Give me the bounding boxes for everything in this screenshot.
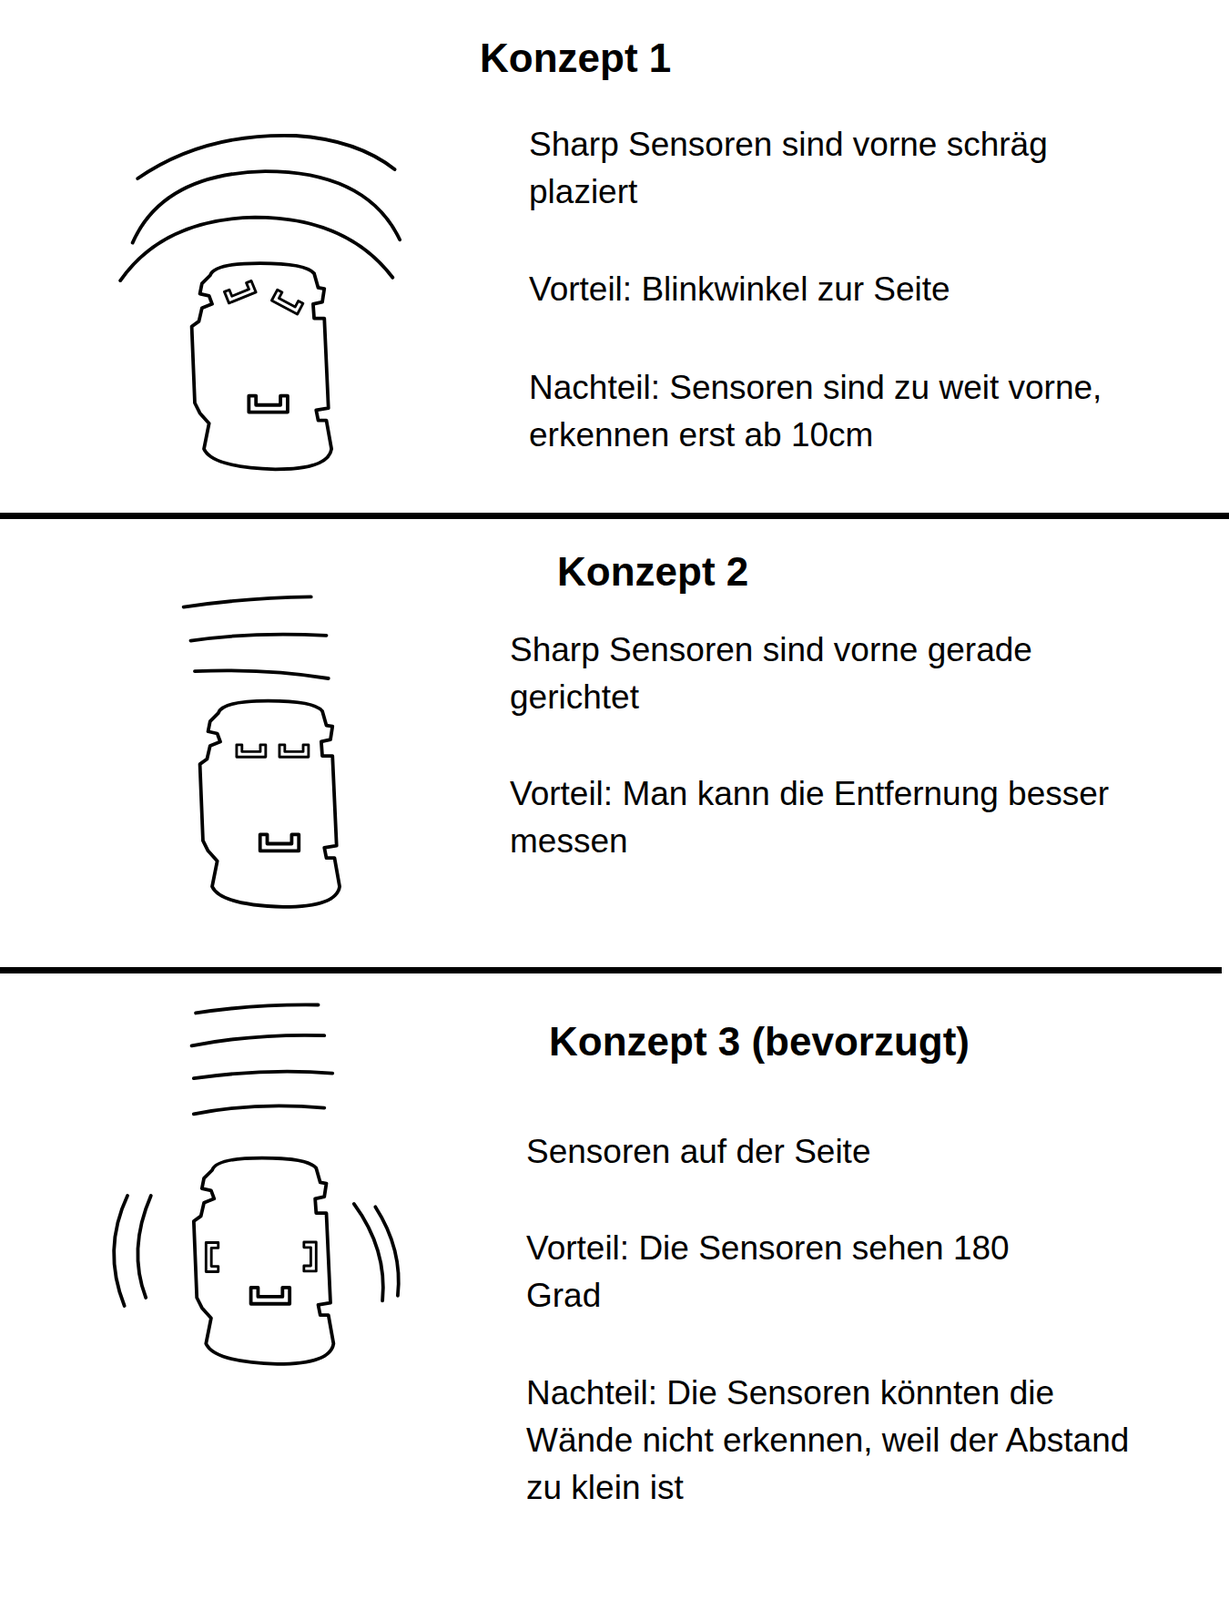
- robot-body: [192, 263, 332, 469]
- side-sensor: [205, 1242, 218, 1272]
- sensor-wave: [113, 1195, 128, 1306]
- sensor: [251, 1287, 291, 1304]
- concept-heading: Konzept 2: [557, 548, 749, 596]
- description-text: Sensoren auf der Seite: [526, 1127, 1128, 1176]
- sensor-wave: [137, 1195, 151, 1298]
- sensor-wave: [193, 1071, 333, 1078]
- sensor: [260, 833, 300, 851]
- concept-heading: Konzept 1: [479, 34, 671, 82]
- sensor-wave: [183, 596, 312, 607]
- description-text: Vorteil: Man kann die Entfernung besser …: [509, 770, 1189, 865]
- sensor-wave: [137, 135, 395, 179]
- sensor-wave: [190, 634, 326, 641]
- sensor-wave: [375, 1206, 399, 1295]
- description-text: Sharp Sensoren sind vorne gerade gericht…: [509, 626, 1097, 722]
- sensor: [248, 396, 288, 413]
- sensor-wave: [195, 1004, 318, 1013]
- separator-line: [0, 966, 1222, 974]
- description-text: Nachteil: Sensoren sind zu weit vorne, e…: [528, 364, 1167, 459]
- description-text: Nachteil: Die Sensoren könnten die Wände…: [526, 1369, 1132, 1512]
- description-text: Sharp Sensoren sind vorne schräg plazier…: [528, 121, 1117, 216]
- sharp-sensor: [236, 744, 266, 757]
- sensor-wave: [132, 171, 401, 243]
- concept-heading: Konzept 3 (bevorzugt): [548, 1017, 970, 1066]
- sensor-wave: [120, 217, 393, 281]
- robot-drawings: [113, 135, 400, 1364]
- sharp-sensor: [279, 744, 309, 757]
- sensor-wave: [354, 1203, 384, 1301]
- sharp-sensor: [271, 289, 304, 315]
- robot-body: [200, 700, 340, 907]
- sensor-wave: [194, 670, 329, 679]
- description-text: Vorteil: Blinkwinkel zur Seite: [528, 265, 1167, 314]
- description-text: Vorteil: Die Sensoren sehen 180 Grad: [526, 1224, 1068, 1320]
- robot-body: [193, 1157, 334, 1364]
- sharp-sensor: [223, 280, 256, 303]
- separator-line: [0, 512, 1229, 519]
- sensor-wave: [192, 1035, 326, 1047]
- sensor-wave: [193, 1105, 325, 1114]
- side-sensor: [304, 1241, 316, 1271]
